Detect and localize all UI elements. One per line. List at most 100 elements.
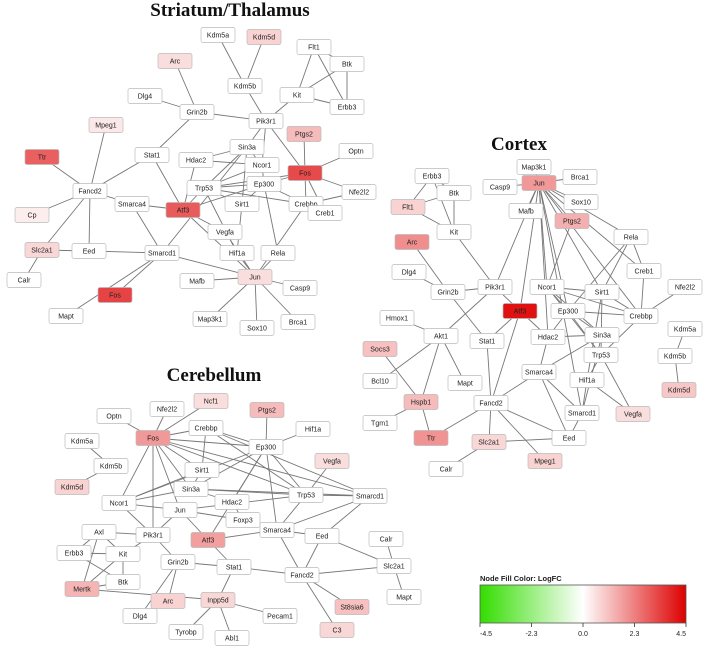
cb-node-pik3r1[interactable]: Pik3r1 bbox=[135, 527, 171, 543]
cb-node-sirt1[interactable]: Sirt1 bbox=[184, 462, 220, 478]
cx-node-vegfa[interactable]: Vegfa bbox=[615, 406, 651, 422]
st-node-smarcd1[interactable]: Smarcd1 bbox=[144, 245, 180, 261]
cb-node-optn[interactable]: Optn bbox=[96, 408, 132, 424]
cb-node-abl1[interactable]: Abl1 bbox=[214, 630, 250, 646]
cx-node-fancd2[interactable]: Fancd2 bbox=[473, 395, 509, 411]
cb-node-kdm5d[interactable]: Kdm5d bbox=[54, 479, 90, 495]
cb-node-foxp3[interactable]: Foxp3 bbox=[225, 512, 261, 528]
cx-node-eed[interactable]: Eed bbox=[551, 430, 587, 446]
st-node-fos2[interactable]: Fos bbox=[97, 287, 133, 303]
cb-node-hif1a[interactable]: Hif1a bbox=[295, 421, 331, 437]
st-node-sin3a[interactable]: Sin3a bbox=[229, 139, 265, 155]
cx-node-trp53[interactable]: Trp53 bbox=[583, 347, 619, 363]
cb-node-kit[interactable]: Kit bbox=[105, 546, 141, 562]
cb-node-ncf1[interactable]: Ncf1 bbox=[193, 393, 229, 409]
st-node-hif1a[interactable]: Hif1a bbox=[219, 245, 255, 261]
st-node-erbb3[interactable]: Erbb3 bbox=[329, 99, 365, 115]
cb-node-c3[interactable]: C3 bbox=[319, 622, 355, 638]
cx-node-pik3r1[interactable]: Pik3r1 bbox=[477, 279, 513, 295]
st-node-jun[interactable]: Jun bbox=[237, 269, 273, 285]
st-node-ttr[interactable]: Ttr bbox=[24, 149, 60, 165]
st-node-calr[interactable]: Calr bbox=[6, 272, 42, 288]
cb-node-erbb3[interactable]: Erbb3 bbox=[56, 545, 92, 561]
cx-node-akt1[interactable]: Akt1 bbox=[423, 328, 459, 344]
cx-node-flt1[interactable]: Flt1 bbox=[390, 199, 426, 215]
st-node-btk[interactable]: Btk bbox=[329, 56, 365, 72]
cb-node-jun[interactable]: Jun bbox=[162, 502, 198, 518]
cx-node-grin2b[interactable]: Grin2b bbox=[430, 284, 466, 300]
cb-node-vegfa[interactable]: Vegfa bbox=[314, 453, 350, 469]
cx-node-calr[interactable]: Calr bbox=[428, 461, 464, 477]
cx-node-sox10[interactable]: Sox10 bbox=[563, 194, 599, 210]
st-node-trp53[interactable]: Trp53 bbox=[186, 180, 222, 196]
cb-node-trp53[interactable]: Trp53 bbox=[288, 487, 324, 503]
cx-node-mpeg1[interactable]: Mpeg1 bbox=[527, 453, 563, 469]
st-node-stat1[interactable]: Stat1 bbox=[134, 147, 170, 163]
cx-node-hif1a[interactable]: Hif1a bbox=[569, 372, 605, 388]
st-node-rela[interactable]: Rela bbox=[260, 245, 296, 261]
cx-node-hdac2[interactable]: Hdac2 bbox=[530, 329, 566, 345]
cb-node-calr[interactable]: Calr bbox=[368, 531, 404, 547]
st-node-flt1[interactable]: Flt1 bbox=[296, 39, 332, 55]
cb-node-axl[interactable]: Axl bbox=[81, 524, 117, 540]
st-node-nfe2l2[interactable]: Nfe2l2 bbox=[341, 184, 377, 200]
cb-node-ncor1[interactable]: Ncor1 bbox=[101, 495, 137, 511]
cx-node-kdm5b[interactable]: Kdm5b bbox=[657, 348, 693, 364]
st-node-grin2b[interactable]: Grin2b bbox=[179, 104, 215, 120]
cx-node-rela[interactable]: Rela bbox=[613, 229, 649, 245]
cx-node-brca1[interactable]: Brca1 bbox=[562, 169, 598, 185]
cx-node-arc[interactable]: Arc bbox=[394, 234, 430, 250]
cb-node-hdac2[interactable]: Hdac2 bbox=[214, 494, 250, 510]
cx-node-socs3[interactable]: Socs3 bbox=[362, 341, 398, 357]
st-node-optn[interactable]: Optn bbox=[338, 143, 374, 159]
cb-node-smarca4[interactable]: Smarca4 bbox=[259, 522, 295, 538]
cb-node-atf3[interactable]: Atf3 bbox=[190, 532, 226, 548]
cx-node-tgm1[interactable]: Tgm1 bbox=[362, 415, 398, 431]
st-node-mafb[interactable]: Mafb bbox=[179, 273, 215, 289]
st-node-brca1[interactable]: Brca1 bbox=[280, 314, 316, 330]
cx-node-mapt[interactable]: Mapt bbox=[447, 375, 483, 391]
cx-node-btk[interactable]: Btk bbox=[436, 185, 472, 201]
st-node-ncor1[interactable]: Ncor1 bbox=[244, 157, 280, 173]
cx-node-kit[interactable]: Kit bbox=[436, 224, 472, 240]
st-node-ep300[interactable]: Ep300 bbox=[246, 176, 282, 192]
st-node-ptgs2[interactable]: Ptgs2 bbox=[286, 126, 322, 142]
st-node-slc2a1[interactable]: Slc2a1 bbox=[24, 242, 60, 258]
cx-node-casp9[interactable]: Casp9 bbox=[482, 179, 518, 195]
cx-node-hspb1[interactable]: Hspb1 bbox=[403, 394, 439, 410]
cx-node-smarca4[interactable]: Smarca4 bbox=[521, 364, 557, 380]
cx-node-nfe2l2[interactable]: Nfe2l2 bbox=[667, 279, 703, 295]
st-node-atf3[interactable]: Atf3 bbox=[165, 202, 201, 218]
st-node-kdm5d[interactable]: Kdm5d bbox=[246, 29, 282, 45]
cx-node-ptgs2[interactable]: Ptgs2 bbox=[554, 213, 590, 229]
cb-node-crebbp[interactable]: Crebbp bbox=[188, 420, 224, 436]
cx-node-creb1[interactable]: Creb1 bbox=[626, 263, 662, 279]
st-node-sirt1[interactable]: Sirt1 bbox=[224, 196, 260, 212]
cb-node-pecam1[interactable]: Pecam1 bbox=[262, 608, 298, 624]
cx-node-ttr[interactable]: Ttr bbox=[413, 430, 449, 446]
st-node-kdm5a[interactable]: Kdm5a bbox=[200, 27, 236, 43]
st-node-mpeg1[interactable]: Mpeg1 bbox=[88, 117, 124, 133]
cb-node-st8sia6[interactable]: St8sia6 bbox=[334, 599, 370, 615]
cx-node-slc2a1[interactable]: Slc2a1 bbox=[471, 434, 507, 450]
st-node-smarca4[interactable]: Smarca4 bbox=[114, 196, 150, 212]
cx-node-erbb3[interactable]: Erbb3 bbox=[414, 168, 450, 184]
cx-node-stat1[interactable]: Stat1 bbox=[469, 333, 505, 349]
cb-node-mertk[interactable]: Mertk bbox=[64, 581, 100, 597]
cx-node-sin3a[interactable]: Sin3a bbox=[584, 327, 620, 343]
cb-node-ptgs2[interactable]: Ptgs2 bbox=[249, 402, 285, 418]
st-node-hdac2[interactable]: Hdac2 bbox=[178, 152, 214, 168]
cx-node-atf3[interactable]: Atf3 bbox=[502, 303, 538, 319]
cb-node-nfe2l2[interactable]: Nfe2l2 bbox=[149, 401, 185, 417]
cx-node-sirt1[interactable]: Sirt1 bbox=[584, 284, 620, 300]
st-node-vegfa[interactable]: Vegfa bbox=[207, 224, 243, 240]
cb-node-grin2b[interactable]: Grin2b bbox=[160, 554, 196, 570]
cx-node-dlg4[interactable]: Dlg4 bbox=[391, 264, 427, 280]
cx-node-jun[interactable]: Jun bbox=[521, 175, 557, 191]
cx-node-crebbp[interactable]: Crebbp bbox=[623, 308, 659, 324]
cb-node-kdm5b[interactable]: Kdm5b bbox=[93, 458, 129, 474]
cx-node-kdm5a[interactable]: Kdm5a bbox=[667, 321, 703, 337]
cx-node-ncor1[interactable]: Ncor1 bbox=[529, 279, 565, 295]
st-node-pik3r1[interactable]: Pik3r1 bbox=[248, 113, 284, 129]
cb-node-ep300[interactable]: Ep300 bbox=[248, 439, 284, 455]
